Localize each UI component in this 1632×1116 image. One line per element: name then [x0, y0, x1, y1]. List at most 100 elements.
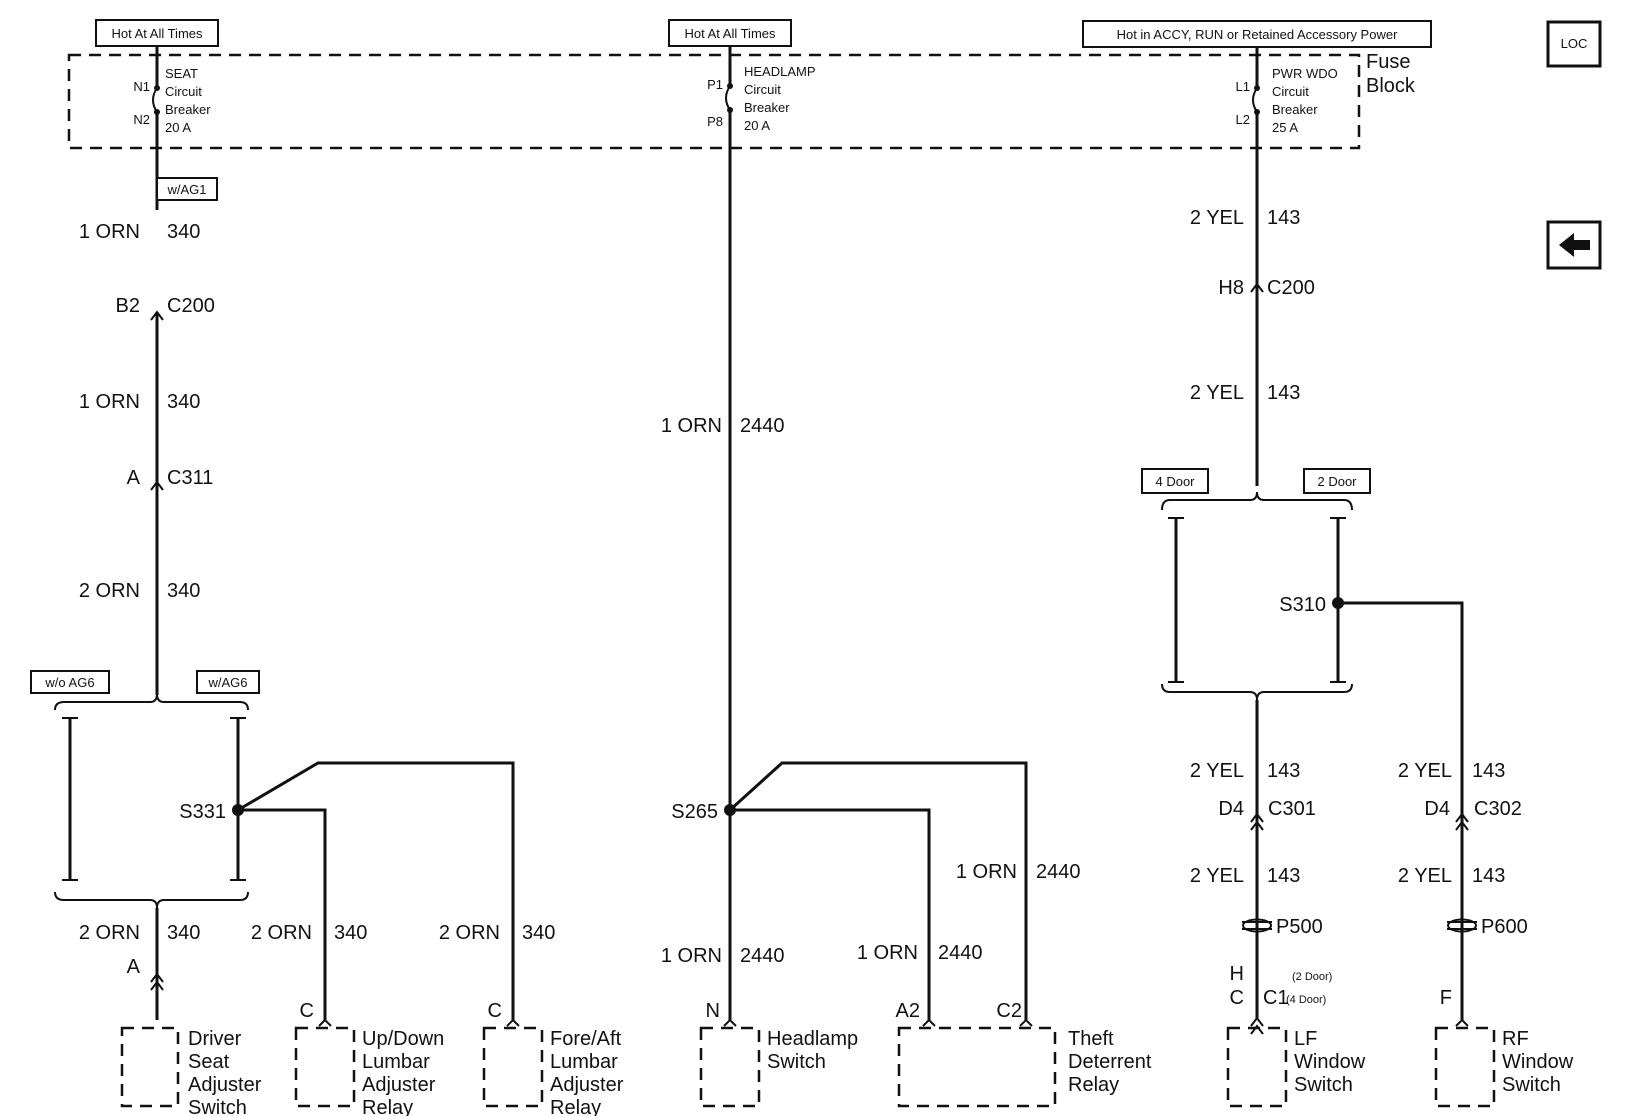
svg-text:Fore/Aft: Fore/Aft	[550, 1028, 622, 1050]
splice-s265: S265	[671, 761, 1028, 1020]
connector-c200-h8: H8 C200	[1218, 277, 1314, 299]
fuse-block-label: Fuse	[1366, 51, 1410, 73]
svg-text:w/o AG6: w/o AG6	[44, 675, 94, 690]
circuit-breaker-seat: N1 N2 SEAT Circuit Breaker 20 A	[133, 46, 211, 210]
svg-text:Window: Window	[1502, 1051, 1574, 1073]
svg-text:Circuit: Circuit	[1272, 84, 1309, 99]
wire-circuit-340-e: 340	[334, 922, 367, 944]
svg-text:A: A	[127, 467, 141, 489]
svg-text:N: N	[706, 1000, 720, 1022]
svg-text:25 A: 25 A	[1272, 120, 1298, 135]
fuse-block-label-2: Block	[1366, 75, 1416, 97]
wire-color-1orn-c2: 1 ORN	[956, 861, 1017, 883]
wire-color-2orn-f: 2 ORN	[439, 922, 500, 944]
option-label-w-ag1: w/AG1	[156, 177, 218, 201]
svg-text:F: F	[1440, 987, 1452, 1009]
svg-text:Lumbar: Lumbar	[550, 1051, 618, 1073]
svg-text:P8: P8	[707, 114, 723, 129]
rf-window-switch: F RF Window Switch	[1434, 987, 1574, 1108]
svg-text:S331: S331	[179, 801, 226, 823]
svg-text:Hot At All Times: Hot At All Times	[111, 26, 203, 41]
option-label-4-door: 4 Door	[1141, 468, 1209, 494]
loc-button[interactable]: LOC	[1546, 20, 1602, 68]
wire-color-2yel-c: 2 YEL	[1190, 760, 1244, 782]
svg-text:S310: S310	[1279, 594, 1326, 616]
wire-circuit-2440-n: 2440	[740, 945, 785, 967]
svg-text:Adjuster: Adjuster	[550, 1074, 624, 1096]
wire-circuit-143-f: 143	[1472, 865, 1505, 887]
feed-label-middle: Hot At All Times	[668, 19, 792, 47]
circuit-breaker-headlamp: P1 P8 HEADLAMP Circuit Breaker 20 A	[707, 46, 816, 1020]
svg-text:Hot in ACCY, RUN or Retained A: Hot in ACCY, RUN or Retained Accessory P…	[1117, 27, 1398, 42]
svg-text:L1: L1	[1236, 79, 1250, 94]
svg-text:D4: D4	[1424, 798, 1450, 820]
wire-color-1orn: 1 ORN	[79, 221, 140, 243]
wire-circuit-143-d: 143	[1472, 760, 1505, 782]
wire-circuit-340-f: 340	[522, 922, 555, 944]
svg-text:Breaker: Breaker	[1272, 102, 1318, 117]
svg-text:Seat: Seat	[188, 1051, 230, 1073]
svg-text:Switch: Switch	[1294, 1074, 1353, 1096]
wire-circuit-340: 340	[167, 221, 200, 243]
svg-text:LF: LF	[1294, 1028, 1317, 1050]
wire-color-1orn-b: 1 ORN	[79, 391, 140, 413]
svg-text:D4: D4	[1218, 798, 1244, 820]
connector-seat-switch: A	[127, 956, 164, 991]
svg-text:C: C	[488, 1000, 502, 1022]
wire-circuit-340-d: 340	[167, 922, 200, 944]
wire-color-1orn-a2: 1 ORN	[857, 942, 918, 964]
updown-lumbar-adjuster-relay: C Up/Down Lumbar Adjuster Relay	[294, 1000, 444, 1116]
connector-c301: D4 C301	[1218, 798, 1316, 831]
wire-circuit-340-c: 340	[167, 580, 200, 602]
svg-text:Relay: Relay	[1068, 1074, 1119, 1096]
pass-through-p600: P600	[1447, 916, 1528, 938]
wire-color-2yel-b: 2 YEL	[1190, 382, 1244, 404]
wire-color-2orn-d: 2 ORN	[79, 922, 140, 944]
svg-text:C1: C1	[1263, 987, 1289, 1009]
splice-s310: S310	[1279, 594, 1464, 1020]
connector-c311-a: A C311	[127, 467, 213, 491]
svg-text:P1: P1	[707, 77, 723, 92]
svg-text:LOC: LOC	[1561, 36, 1588, 51]
svg-text:L2: L2	[1236, 112, 1250, 127]
theft-deterrent-relay: A2 C2 Theft Deterrent Relay	[896, 1000, 1152, 1108]
svg-text:Relay: Relay	[550, 1097, 601, 1116]
svg-text:Headlamp: Headlamp	[767, 1028, 858, 1050]
svg-text:P600: P600	[1481, 916, 1528, 938]
svg-text:Adjuster: Adjuster	[362, 1074, 436, 1096]
svg-text:C: C	[1230, 987, 1244, 1009]
pass-through-p500: P500	[1242, 916, 1323, 938]
svg-text:PWR WDO: PWR WDO	[1272, 66, 1338, 81]
svg-text:Switch: Switch	[1502, 1074, 1561, 1096]
option-label-wo-ag6: w/o AG6	[30, 670, 110, 694]
feed-label-left: Hot At All Times	[95, 19, 219, 47]
driver-seat-adjuster-switch: Driver Seat Adjuster Switch	[120, 1026, 262, 1116]
wire-circuit-2440: 2440	[740, 415, 785, 437]
svg-text:Breaker: Breaker	[165, 102, 211, 117]
svg-text:w/AG6: w/AG6	[207, 675, 247, 690]
connector-c302: D4 C302	[1424, 798, 1522, 831]
svg-text:w/AG1: w/AG1	[166, 182, 206, 197]
svg-text:N2: N2	[133, 112, 150, 127]
wire-color-2yel-f: 2 YEL	[1398, 865, 1452, 887]
option-label-w-ag6: w/AG6	[196, 670, 260, 694]
wire-circuit-143-b: 143	[1267, 382, 1300, 404]
wire-color-2yel-a: 2 YEL	[1190, 207, 1244, 229]
left-arrow-icon[interactable]	[1546, 220, 1602, 270]
wire-color-2orn-e: 2 ORN	[251, 922, 312, 944]
svg-text:Lumbar: Lumbar	[362, 1051, 430, 1073]
svg-text:Window: Window	[1294, 1051, 1366, 1073]
svg-text:(4 Door): (4 Door)	[1286, 994, 1326, 1006]
svg-text:RF: RF	[1502, 1028, 1529, 1050]
wire-color-2yel-d: 2 YEL	[1398, 760, 1452, 782]
svg-text:A2: A2	[896, 1000, 920, 1022]
svg-text:C200: C200	[167, 295, 215, 317]
circuit-breaker-pwr-wdo: L1 L2 PWR WDO Circuit Breaker 25 A	[1236, 47, 1338, 486]
svg-text:C302: C302	[1474, 798, 1522, 820]
svg-text:P500: P500	[1276, 916, 1323, 938]
wire-circuit-2440-c2: 2440	[1036, 861, 1081, 883]
svg-text:C311: C311	[167, 467, 213, 489]
option-label-2-door: 2 Door	[1303, 468, 1371, 494]
wire-color-2orn: 2 ORN	[79, 580, 140, 602]
